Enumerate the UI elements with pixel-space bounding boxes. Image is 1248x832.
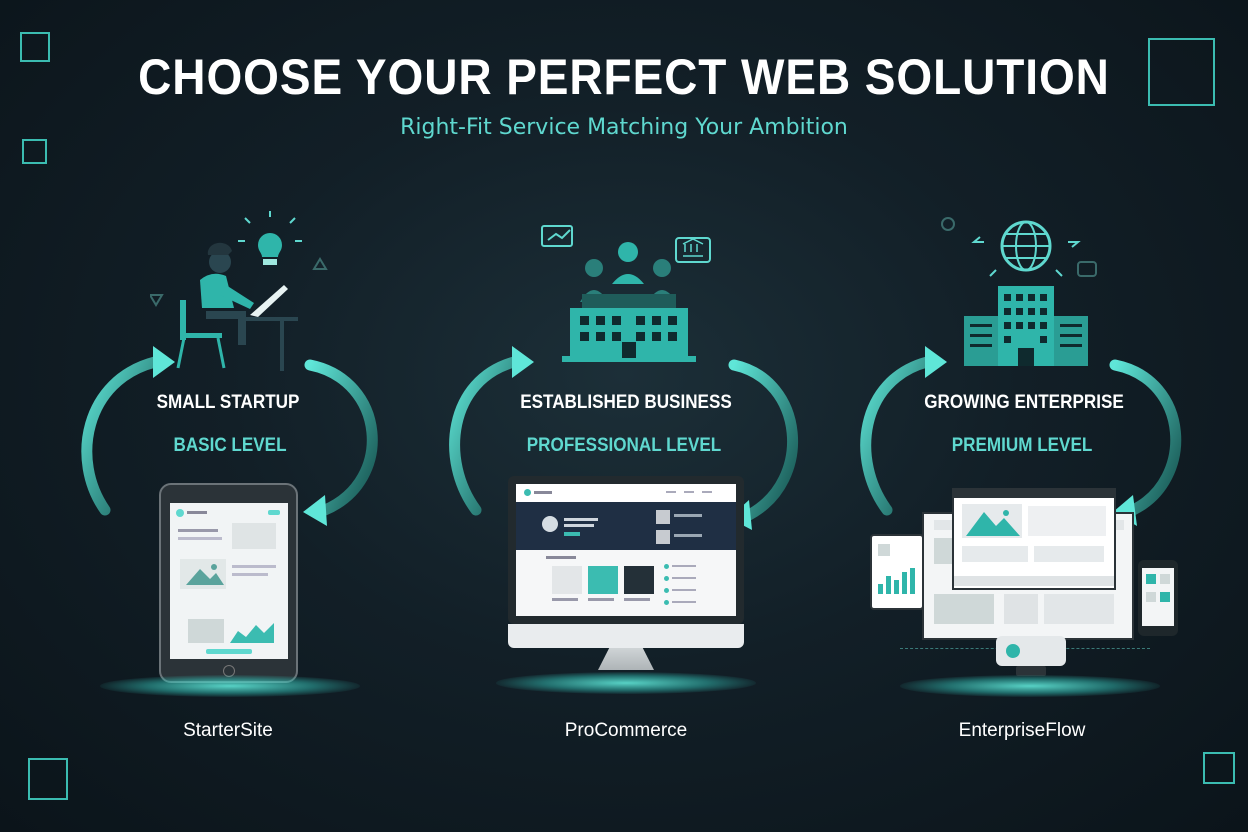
person-laptop-icon bbox=[150, 211, 328, 371]
platform-glow bbox=[496, 672, 756, 694]
tier-level: BASIC LEVEL bbox=[173, 435, 287, 456]
product-name: ProCommerce bbox=[564, 720, 688, 741]
cycle-arrows-icon bbox=[81, 346, 378, 526]
page-subtitle: Right-Fit Service Matching Your Ambition bbox=[400, 115, 848, 140]
corner-frame-top-left bbox=[20, 32, 50, 62]
globe-building-icon bbox=[941, 217, 1097, 366]
corner-frame-bottom-right bbox=[1203, 752, 1235, 784]
platform-glow bbox=[100, 675, 360, 697]
tier-level: PREMIUM LEVEL bbox=[951, 435, 1093, 456]
corner-frame-left-small bbox=[22, 139, 47, 164]
monitor-stand bbox=[598, 648, 654, 670]
tablet-icon bbox=[159, 483, 298, 683]
multi-device-icon bbox=[866, 488, 1186, 683]
product-name: EnterpriseFlow bbox=[958, 720, 1086, 741]
desktop-monitor-icon bbox=[508, 476, 744, 648]
tier-heading: ESTABLISHED BUSINESS bbox=[520, 392, 732, 413]
tier-heading: GROWING ENTERPRISE bbox=[924, 392, 1124, 413]
corner-frame-bottom-left bbox=[28, 758, 68, 800]
corner-frame-top-right bbox=[1148, 38, 1215, 106]
product-name: StarterSite bbox=[183, 720, 273, 741]
team-building-icon bbox=[541, 225, 711, 362]
platform-glow bbox=[900, 675, 1160, 697]
tier-level: PROFESSIONAL LEVEL bbox=[526, 435, 722, 456]
page-title: CHOOSE YOUR PERFECT WEB SOLUTION bbox=[138, 49, 1110, 105]
tier-heading: SMALL STARTUP bbox=[156, 392, 300, 413]
